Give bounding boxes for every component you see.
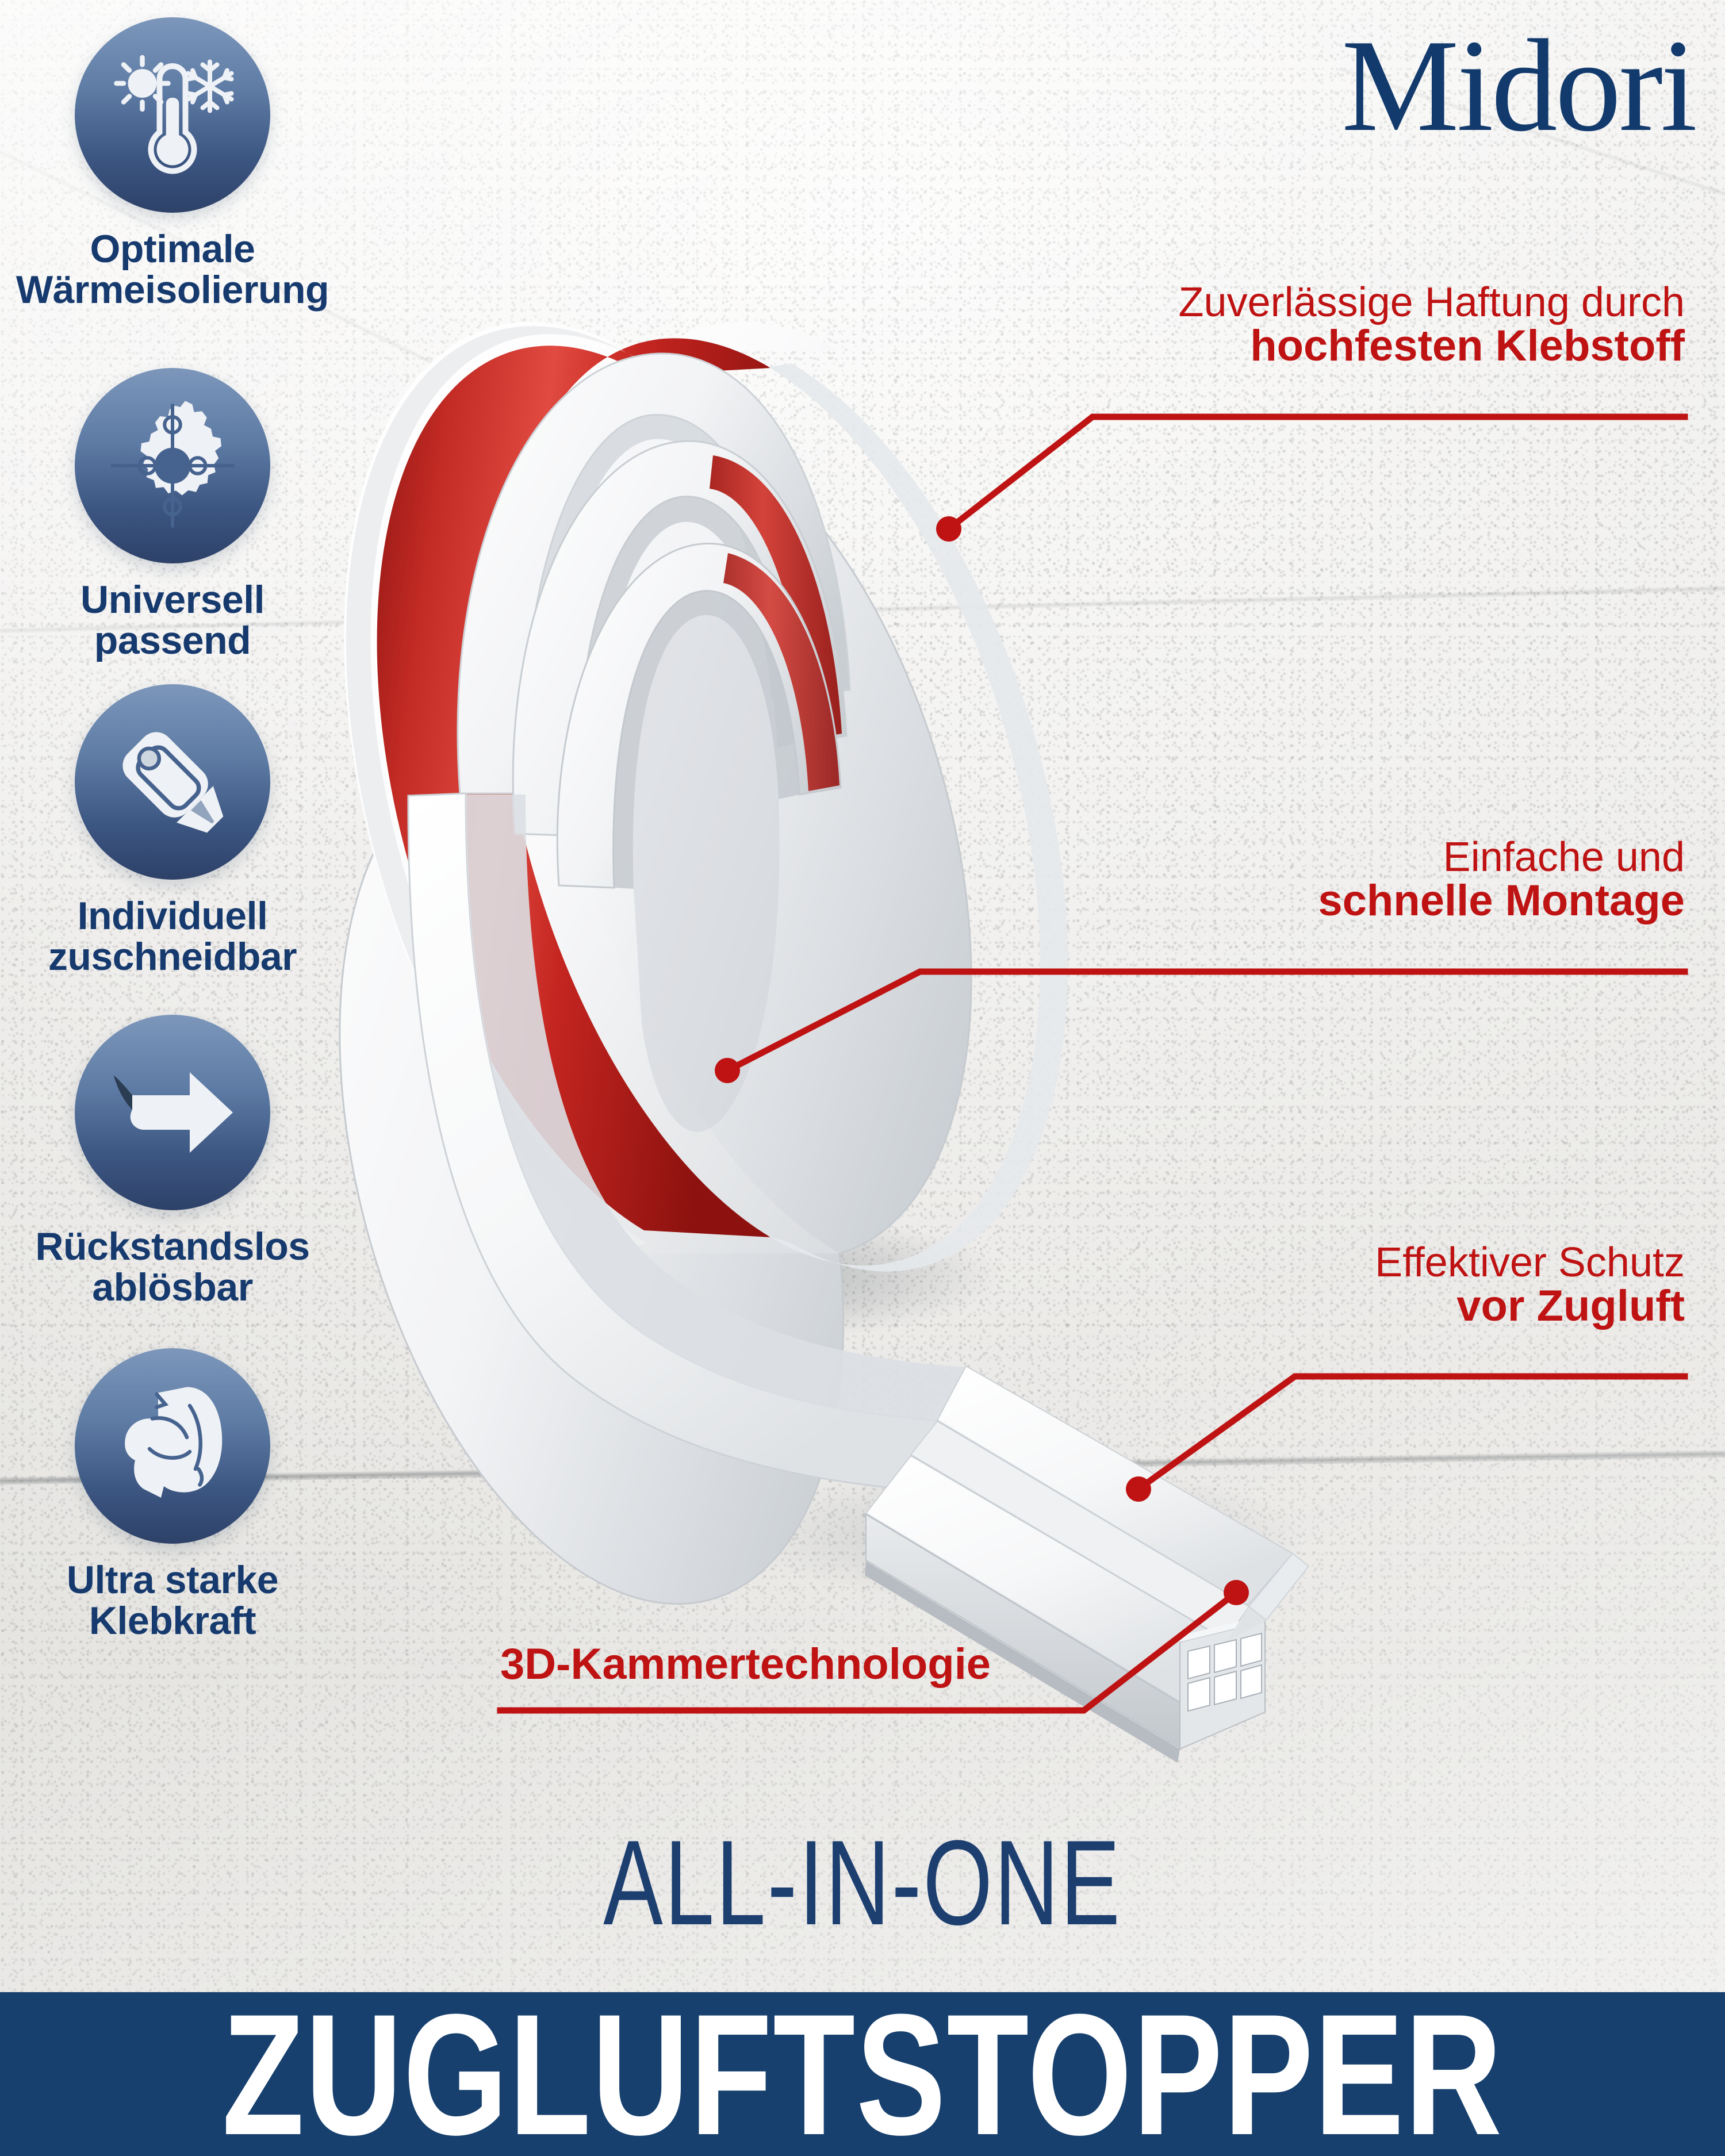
feature-badge (75, 17, 270, 213)
callout-line-2: hochfesten Klebstoff (1250, 321, 1685, 370)
feature-badge (75, 1015, 270, 1210)
callout-line-1: Effektiver Schutz (1375, 1240, 1685, 1286)
flexed-bicep-icon (125, 1387, 223, 1498)
callout-draft-protection: Effektiver Schutz vor Zugluft (1375, 1242, 1685, 1329)
feature-badge (75, 684, 270, 880)
callout-line-2: schnelle Montage (1318, 876, 1685, 925)
product-title-main: ZUGLUFTSTOPPER (222, 1992, 1503, 2156)
product-title-subline: ALL-IN-ONE (603, 1815, 1122, 1950)
peeling-arrow-icon (113, 1072, 233, 1153)
feature-badge (75, 1348, 270, 1544)
callout-line-1: Zuverlässige Haftung durch (1178, 279, 1685, 325)
callout-line-2: 3D-Kammertechnologie (500, 1640, 991, 1689)
thermometer-sun-snowflake-icon (114, 55, 234, 174)
callout-adhesive: Zuverlässige Haftung durch hochfesten Kl… (1179, 282, 1685, 369)
box-cutter-icon (122, 732, 224, 833)
callout-line-2: vor Zugluft (1456, 1282, 1685, 1330)
gear-puzzle-icon (110, 401, 235, 528)
feature-badge (75, 368, 270, 563)
callout-mounting: Einfache und schnelle Montage (1318, 837, 1685, 924)
product-title-banner: ZUGLUFTSTOPPER (0, 1992, 1725, 2156)
brand-logo: Midori (1341, 12, 1697, 159)
callout-chamber-technology: 3D-Kammertechnologie (500, 1641, 991, 1687)
callout-line-1: Einfache und (1443, 834, 1685, 880)
product-render (339, 241, 1380, 1765)
